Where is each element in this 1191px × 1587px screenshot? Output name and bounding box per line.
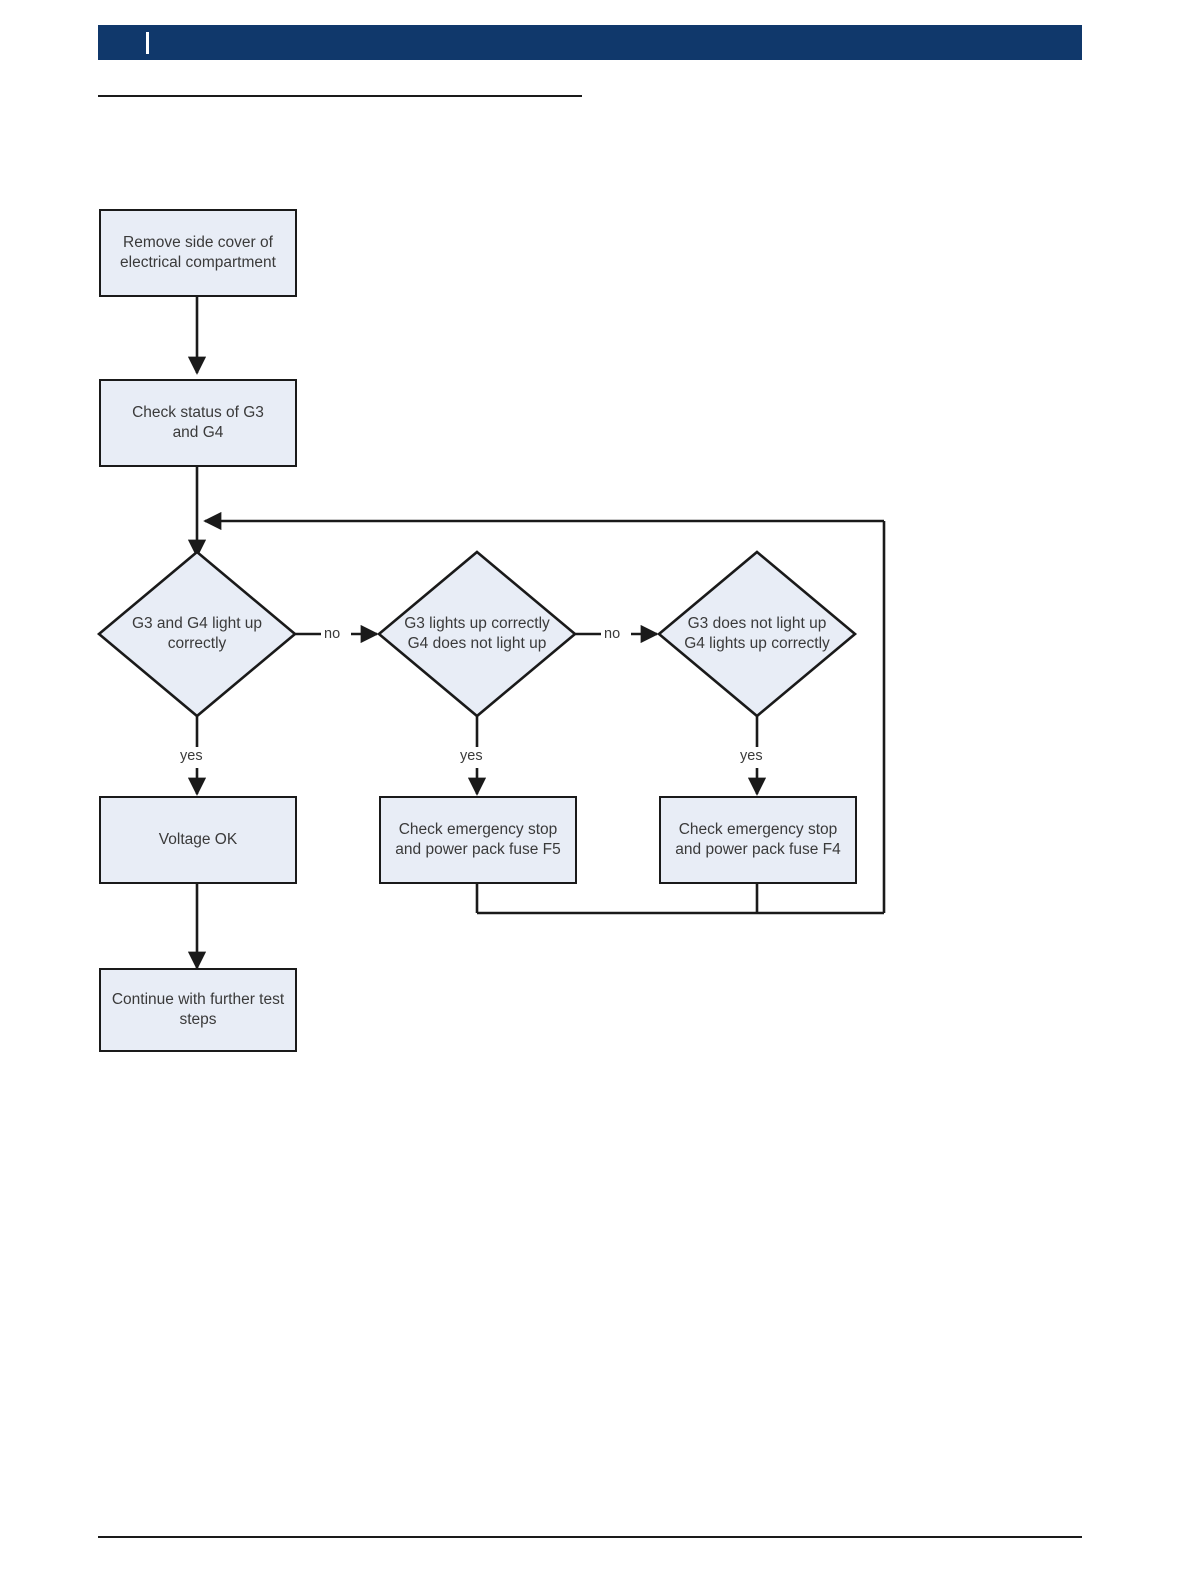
- edge-label-yes-3: yes: [740, 748, 763, 764]
- footer-divider-rule: [98, 1536, 1082, 1538]
- flow-node-label: Remove side cover of electrical compartm…: [120, 233, 276, 271]
- flow-node-label: Voltage OK: [158, 830, 238, 848]
- flow-node-label: G3 does not light up G4 lights up correc…: [684, 614, 830, 652]
- edge-label-no-2: no: [604, 626, 621, 642]
- flow-node-check-status-g3-g4[interactable]: Check status of G3 and G4: [99, 379, 297, 467]
- flow-node-label: Continue with further test steps: [111, 990, 285, 1028]
- text-cursor-icon: |: [146, 32, 149, 54]
- flow-node-label: G3 lights up correctly G4 does not light…: [404, 614, 550, 652]
- flow-decision-g3-ok-g4-fail[interactable]: G3 lights up correctly G4 does not light…: [385, 600, 569, 668]
- flow-decision-g3-fail-g4-ok[interactable]: G3 does not light up G4 lights up correc…: [665, 600, 849, 668]
- flow-node-label: Check status of G3 and G4: [132, 403, 264, 441]
- edge-label-yes-1: yes: [180, 748, 203, 764]
- flow-decision-g3-and-g4-light-up[interactable]: G3 and G4 light up correctly: [105, 600, 289, 668]
- flow-node-continue-further-tests[interactable]: Continue with further test steps: [99, 968, 297, 1052]
- header-divider-rule: [98, 95, 582, 97]
- flow-node-check-fuse-f4[interactable]: Check emergency stop and power pack fuse…: [659, 796, 857, 884]
- flow-node-remove-side-cover[interactable]: Remove side cover of electrical compartm…: [99, 209, 297, 297]
- flow-node-label: Check emergency stop and power pack fuse…: [395, 820, 561, 858]
- flow-node-voltage-ok[interactable]: Voltage OK: [99, 796, 297, 884]
- page-header-bar: |: [98, 25, 1082, 60]
- flow-node-check-fuse-f5[interactable]: Check emergency stop and power pack fuse…: [379, 796, 577, 884]
- edge-label-yes-2: yes: [460, 748, 483, 764]
- flow-node-label: G3 and G4 light up correctly: [131, 614, 263, 652]
- edge-label-no-1: no: [324, 626, 341, 642]
- flow-node-label: Check emergency stop and power pack fuse…: [675, 820, 841, 858]
